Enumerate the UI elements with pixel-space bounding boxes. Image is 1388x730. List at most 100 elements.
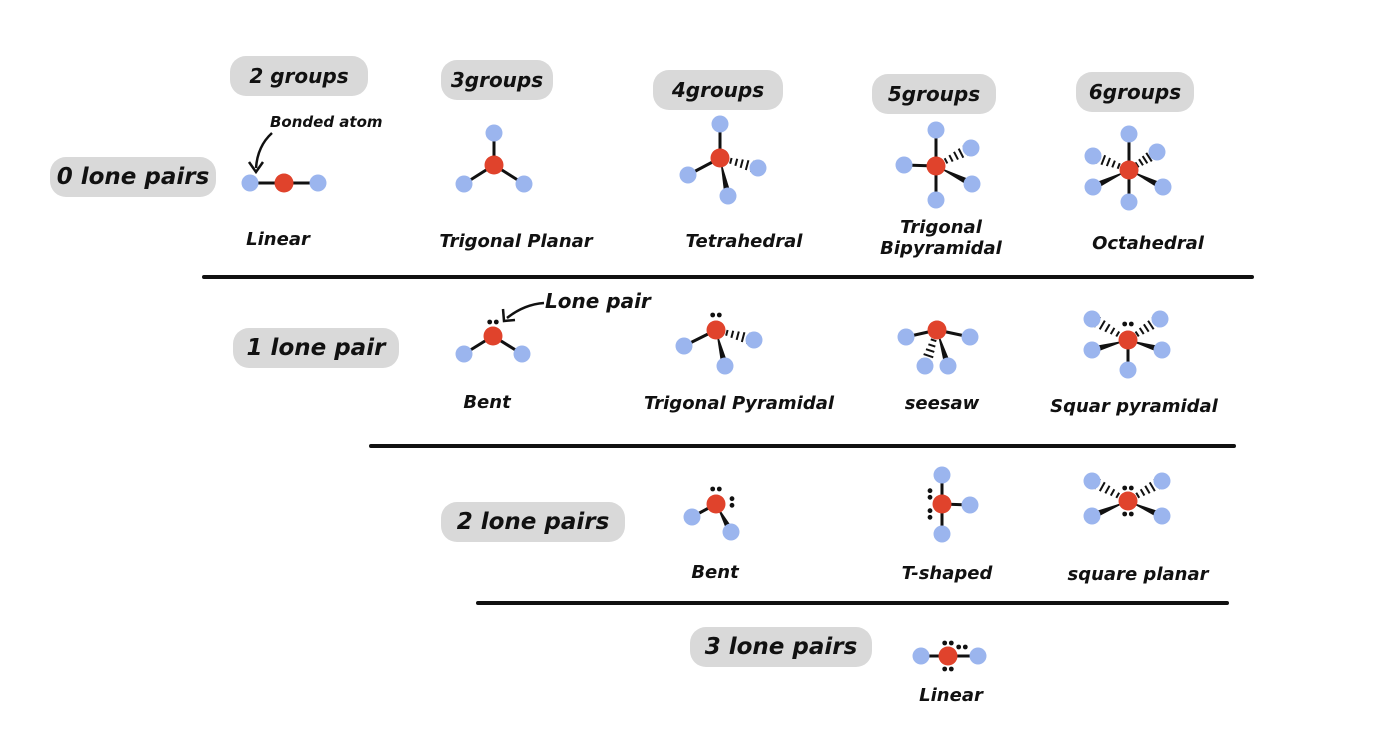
hash-bond-tick <box>1145 152 1153 162</box>
lone-pair-dot <box>716 486 722 492</box>
bonded-atom <box>939 357 957 375</box>
hash-bond-tick <box>740 331 746 343</box>
hash-bond-tick <box>1098 320 1106 330</box>
hash-bond-tick <box>1115 492 1121 499</box>
bonded-atom <box>1120 125 1138 143</box>
bonded-atom <box>749 159 767 177</box>
label-linear: Linear <box>246 229 310 250</box>
label-bent-1: Bent <box>463 392 511 413</box>
bonded-atom <box>515 175 533 193</box>
hash-bond-tick <box>735 331 740 341</box>
hash-bond-tick <box>1098 481 1106 492</box>
lone-pair-dot <box>716 312 722 318</box>
label-trigonal-bipyramidal: Trigonal Bipyramidal <box>880 217 1002 259</box>
hash-bond-tick <box>730 330 735 339</box>
bonded-atom <box>895 156 913 174</box>
central-atom <box>1119 160 1139 180</box>
lone-pair-dot <box>487 319 493 325</box>
label-linear-3: Linear <box>919 685 983 706</box>
molecule-linear-3 <box>912 640 987 672</box>
hash-bond-tick <box>1143 323 1150 333</box>
lone-pair-dot <box>1128 321 1134 327</box>
lone-pair-dot <box>927 488 933 494</box>
row-2-lone-pairs: 2 lone pairs <box>441 502 625 542</box>
hash-bond-tick <box>1135 492 1141 499</box>
bonded-atom <box>927 121 945 139</box>
hash-bond-tick <box>1116 162 1121 170</box>
central-atom <box>932 494 952 514</box>
bonded-atom <box>1084 178 1102 196</box>
bonded-atom <box>455 345 473 363</box>
lone-pair-dot <box>948 666 954 672</box>
hash-bond-tick <box>1109 488 1116 497</box>
bonded-atom <box>1083 310 1101 328</box>
molecule-square-planar <box>1083 472 1171 525</box>
bonded-atom <box>513 345 531 363</box>
hash-bond-tick <box>734 158 739 167</box>
lone-pair-dot <box>942 640 948 646</box>
divider-row-1 <box>202 275 1254 279</box>
hash-bond-tick <box>1138 327 1145 335</box>
molecule-octahedral <box>1084 125 1172 211</box>
hash-bond-tick <box>725 329 729 336</box>
bonded-atom <box>1153 472 1171 490</box>
lone-pair-dot <box>962 644 968 650</box>
hash-bond-tick <box>957 148 965 159</box>
hash-bond-tick <box>1147 320 1155 330</box>
bonded-atom <box>719 187 737 205</box>
lone-pair-dot <box>729 496 735 502</box>
hash-bond-tick <box>1111 160 1116 168</box>
hash-bond-tick <box>729 157 733 164</box>
hash-bond-tick <box>1141 155 1149 164</box>
bonded-atom <box>711 115 729 133</box>
lone-pair-dot <box>942 666 948 672</box>
lone-pair-dot <box>729 502 735 508</box>
bonded-atom <box>675 337 693 355</box>
bonded-atom <box>912 647 930 665</box>
lone-pair-dot <box>927 508 933 514</box>
central-atom <box>1118 491 1138 511</box>
wedge-bond <box>720 158 732 197</box>
lone-pair-dot <box>927 514 933 520</box>
hash-bond-tick <box>1104 323 1111 333</box>
hash-bond-tick <box>925 348 935 353</box>
central-atom <box>274 173 294 193</box>
lone-pair-dot <box>1122 321 1128 327</box>
label-bent-2: Bent <box>691 562 739 583</box>
label-tetrahedral: Tetrahedral <box>685 231 803 252</box>
central-atom <box>926 156 946 176</box>
bonded-atom <box>1154 178 1172 196</box>
lone-pair-dot <box>710 312 716 318</box>
central-atom <box>938 646 958 666</box>
hash-bond-tick <box>953 151 959 161</box>
lone-pair-dot <box>1122 485 1128 491</box>
hash-bond-tick <box>1148 481 1156 492</box>
bonded-atom <box>963 175 981 193</box>
lone-pair-dot <box>710 486 716 492</box>
hash-bond-tick <box>948 154 954 162</box>
bonded-atom-arrow <box>254 132 273 169</box>
hash-bond-tick <box>1104 485 1111 494</box>
bonded-atom <box>1148 143 1166 161</box>
label-trigonal-planar: Trigonal Planar <box>439 231 593 252</box>
bonded-atom <box>241 174 259 192</box>
label-seesaw: seesaw <box>904 393 980 414</box>
lone-pair-annotation: Lone pair <box>545 289 651 313</box>
hash-bond-tick <box>1105 157 1111 167</box>
central-atom <box>484 155 504 175</box>
label-trigonal-bipyramidal-line-1: Trigonal <box>900 217 982 238</box>
header-6-groups: 6groups <box>1076 72 1194 112</box>
divider-row-3 <box>476 601 1229 605</box>
bonded-atom <box>933 525 951 543</box>
bonded-atom <box>1083 472 1101 490</box>
molecule-tetrahedral <box>679 115 767 205</box>
molecule-square-pyramidal <box>1083 310 1171 379</box>
header-2-groups: 2 groups <box>230 56 368 96</box>
hash-bond-tick <box>1134 161 1140 168</box>
bonded-atom <box>455 175 473 193</box>
central-atom <box>710 148 730 168</box>
bonded-atom <box>1083 507 1101 525</box>
hash-bond-tick <box>923 353 934 359</box>
molecule-seesaw <box>897 320 979 375</box>
